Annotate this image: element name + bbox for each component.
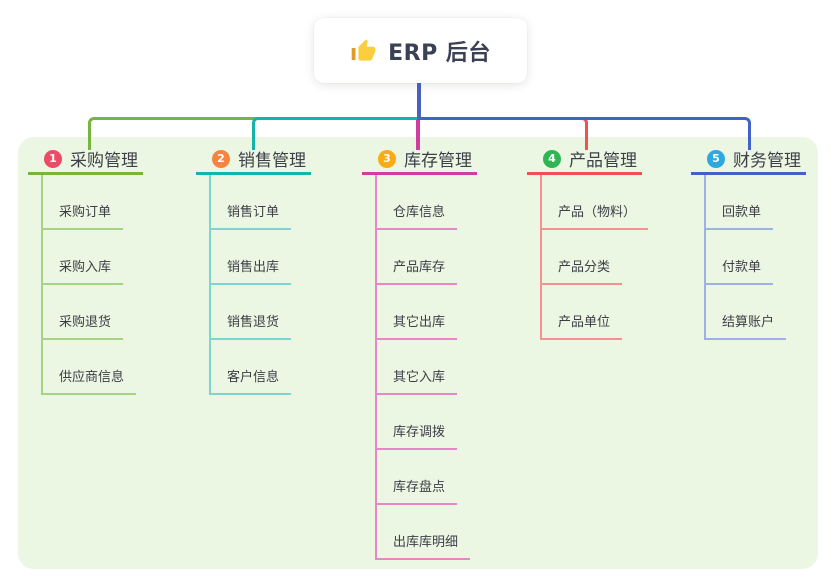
number-badge: 4 bbox=[543, 149, 561, 168]
node-item[interactable]: 出库库明细 bbox=[377, 505, 471, 560]
node-item[interactable]: 库存调拨 bbox=[377, 395, 458, 450]
branch-sales: 2 销售管理 销售订单 销售出库 销售退货 客户信息 bbox=[196, 148, 311, 395]
connector-root bbox=[417, 83, 421, 120]
node-item[interactable]: 采购订单 bbox=[43, 175, 124, 230]
node-item[interactable]: 采购入库 bbox=[43, 230, 124, 285]
node-item[interactable]: 其它入库 bbox=[377, 340, 458, 395]
node-item[interactable]: 客户信息 bbox=[211, 340, 292, 395]
branch-label: 销售管理 bbox=[238, 151, 306, 171]
node-item[interactable]: 产品分类 bbox=[542, 230, 623, 285]
branch-product: 4 产品管理 产品（物料） 产品分类 产品单位 bbox=[527, 148, 649, 340]
root-node[interactable]: ERP 后台 bbox=[314, 18, 527, 83]
number-badge: 2 bbox=[212, 149, 230, 168]
branch-label: 库存管理 bbox=[404, 151, 472, 171]
node-item[interactable]: 回款单 bbox=[706, 175, 774, 230]
branch-label: 产品管理 bbox=[569, 151, 637, 171]
node-item[interactable]: 销售退货 bbox=[211, 285, 292, 340]
node-item[interactable]: 仓库信息 bbox=[377, 175, 458, 230]
branch-sales-title[interactable]: 2 销售管理 bbox=[196, 148, 311, 175]
thumbs-up-icon bbox=[351, 39, 376, 61]
node-item[interactable]: 产品（物料） bbox=[542, 175, 649, 230]
branch-finance-children: 回款单 付款单 结算账户 bbox=[704, 175, 787, 340]
node-item[interactable]: 供应商信息 bbox=[43, 340, 137, 395]
node-item[interactable]: 产品单位 bbox=[542, 285, 623, 340]
branch-purchase-children: 采购订单 采购入库 采购退货 供应商信息 bbox=[41, 175, 137, 395]
node-item[interactable]: 结算账户 bbox=[706, 285, 787, 340]
branch-purchase-title[interactable]: 1 采购管理 bbox=[28, 148, 143, 175]
branch-inventory: 3 库存管理 仓库信息 产品库存 其它出库 其它入库 库存调拨 库存盘点 出库库… bbox=[362, 148, 477, 560]
node-item[interactable]: 其它出库 bbox=[377, 285, 458, 340]
branches-panel bbox=[18, 137, 818, 569]
node-item[interactable]: 采购退货 bbox=[43, 285, 124, 340]
number-badge: 1 bbox=[44, 149, 62, 168]
branch-label: 财务管理 bbox=[733, 151, 801, 171]
root-label: ERP 后台 bbox=[388, 40, 491, 66]
node-item[interactable]: 产品库存 bbox=[377, 230, 458, 285]
branch-inventory-title[interactable]: 3 库存管理 bbox=[362, 148, 477, 175]
branch-purchase: 1 采购管理 采购订单 采购入库 采购退货 供应商信息 bbox=[28, 148, 143, 395]
node-item[interactable]: 销售订单 bbox=[211, 175, 292, 230]
number-badge: 5 bbox=[707, 149, 725, 168]
node-item[interactable]: 销售出库 bbox=[211, 230, 292, 285]
node-item[interactable]: 库存盘点 bbox=[377, 450, 458, 505]
branch-inventory-children: 仓库信息 产品库存 其它出库 其它入库 库存调拨 库存盘点 出库库明细 bbox=[375, 175, 471, 560]
branch-finance: 5 财务管理 回款单 付款单 结算账户 bbox=[691, 148, 806, 340]
branch-product-children: 产品（物料） 产品分类 产品单位 bbox=[540, 175, 649, 340]
branch-sales-children: 销售订单 销售出库 销售退货 客户信息 bbox=[209, 175, 292, 395]
branch-label: 采购管理 bbox=[70, 151, 138, 171]
branch-product-title[interactable]: 4 产品管理 bbox=[527, 148, 642, 175]
node-item[interactable]: 付款单 bbox=[706, 230, 774, 285]
number-badge: 3 bbox=[378, 149, 396, 168]
branch-finance-title[interactable]: 5 财务管理 bbox=[691, 148, 806, 175]
